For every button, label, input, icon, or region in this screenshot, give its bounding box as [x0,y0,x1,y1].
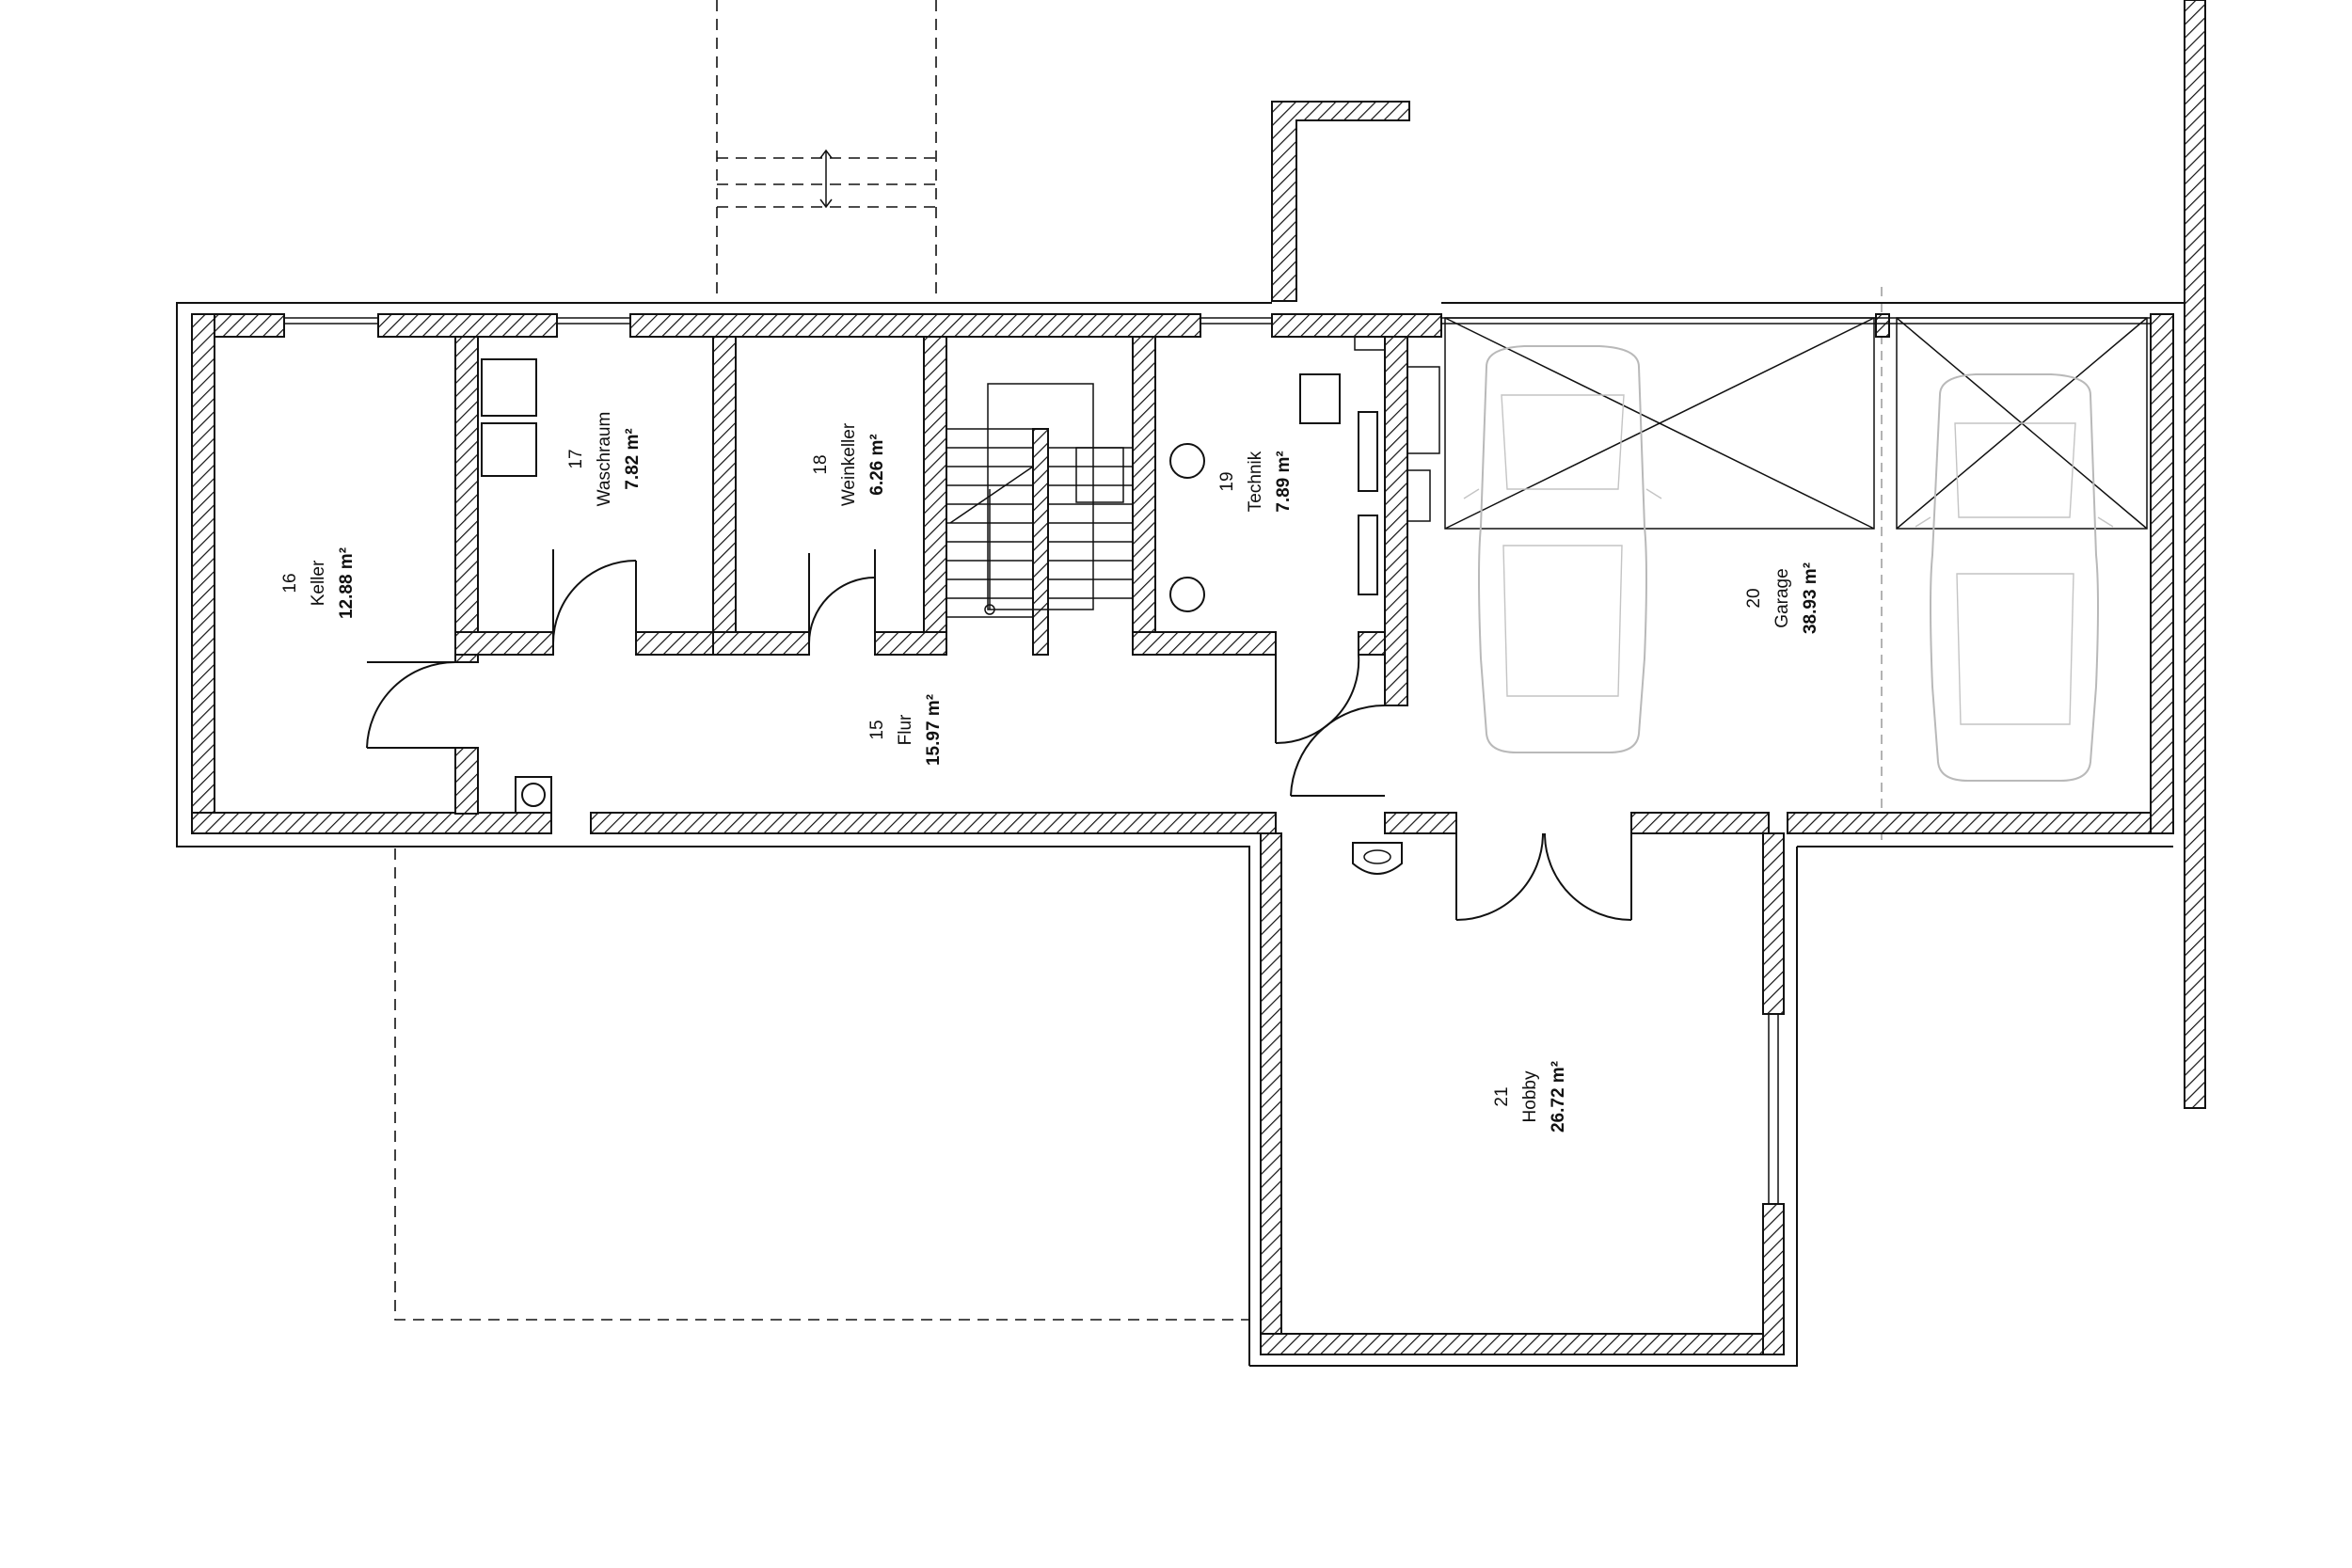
outer-contour [176,302,2185,1367]
fixtures [481,336,1440,875]
doors [366,549,1632,921]
room-name: Garage [1772,568,1792,627]
car-right-outline [1915,373,2114,782]
room-number: 18 [811,454,831,474]
room-area: 7.89 m² [1274,451,1294,512]
room-name: Hobby [1520,1070,1540,1122]
exterior-stair-dashed [716,0,937,301]
room-area: 7.82 m² [623,428,643,489]
terrace-dashed-outline [394,848,1249,1321]
room-name: Waschraum [595,412,614,507]
room-number: 17 [566,449,586,468]
room-number: 16 [280,573,300,593]
room-name: Technik [1246,451,1265,512]
room-name: Keller [309,560,328,606]
walls [191,0,2206,1355]
staircase [946,383,1133,618]
windows [284,317,2151,1204]
room-label-21: 21 Hobby 26.72 m² [1492,1061,1568,1132]
room-area: 26.72 m² [1549,1061,1568,1132]
room-number: 15 [867,720,887,739]
room-area: 15.97 m² [924,694,944,766]
room-number: 19 [1217,471,1237,491]
room-label-18: 18 Weinkeller 6.26 m² [811,422,887,506]
room-name: Flur [896,714,915,745]
room-label-17: 17 Waschraum 7.82 m² [566,412,643,507]
room-label-19: 19 Technik 7.89 m² [1217,451,1294,512]
room-label-15: 15 Flur 15.97 m² [867,694,944,766]
room-label-16: 16 Keller 12.88 m² [280,547,357,619]
room-name: Weinkeller [839,422,859,506]
room-number: 21 [1492,1086,1512,1106]
car-left-outline [1463,345,1662,753]
room-area: 38.93 m² [1801,562,1820,634]
room-area: 12.88 m² [337,547,357,619]
room-label-20: 20 Garage 38.93 m² [1744,562,1820,634]
room-number: 20 [1744,588,1764,608]
room-area: 6.26 m² [867,434,887,495]
garage-doors [1444,317,2148,530]
